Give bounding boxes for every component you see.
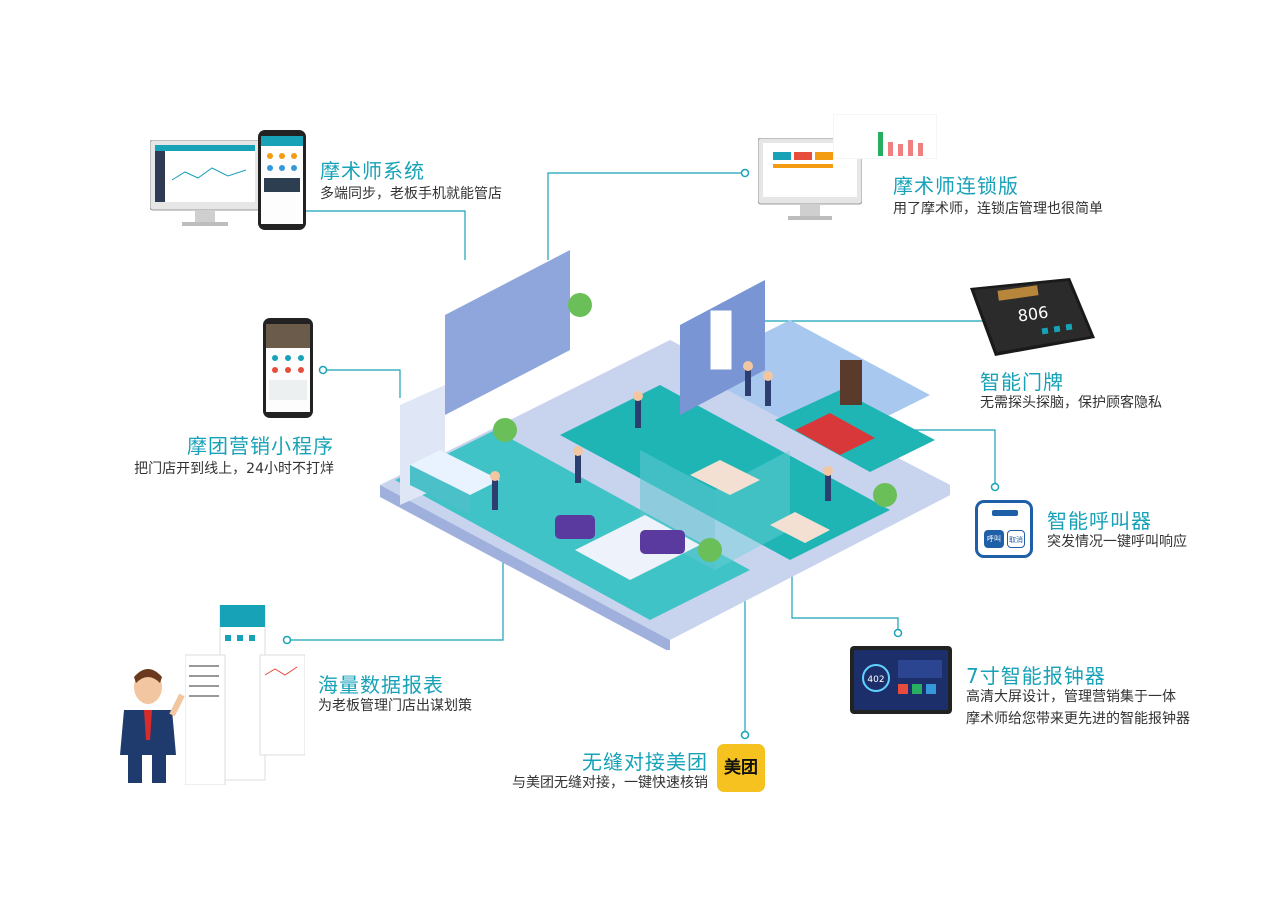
doorplate-subtitle: 无需探头探脑，保护顾客隐私 [980,395,1162,411]
doorplate-title: 智能门牌 [980,370,1064,394]
miniprogram-title: 摩团营销小程序 [187,434,334,458]
reports-title: 海量数据报表 [318,673,444,697]
clock-screen-icon: 402 [850,646,952,714]
system-subtitle: 多端同步，老板手机就能管店 [320,186,502,202]
miniprogram-subtitle: 把门店开到线上，24小时不打烊 [134,461,334,477]
report-sheet-icon [185,605,305,785]
clock-subtitle-line2: 摩术师给您带来更先进的智能报钟器 [966,711,1190,727]
caller-title: 智能呼叫器 [1047,509,1152,533]
desktop-monitor-icon [150,140,260,226]
chain-report-chart [833,114,937,159]
reception-back-wall [445,250,570,415]
caller-call-button: 呼叫 [984,530,1004,548]
doorplate-icon: 806 [970,278,1095,356]
clock-subtitle-line1: 高清大屏设计，管理营销集于一体 [966,689,1176,705]
phone-icon [258,130,306,230]
businessman-icon [120,669,185,783]
meituan-subtitle: 与美团无缝对接，一键快速核销 [512,775,708,791]
caller-cancel-button: 取消 [1007,530,1025,548]
caller-logo [992,510,1018,516]
isometric-store-illustration [380,250,950,650]
chain-title: 摩术师连锁版 [893,174,1019,198]
meituan-title: 无缝对接美团 [582,750,708,774]
system-title: 摩术师系统 [320,159,425,183]
clock-number: 402 [862,664,890,692]
caller-subtitle: 突发情况一键呼叫响应 [1047,534,1187,550]
meituan-logo-icon: 美团 [717,744,765,792]
doorplate-number: 806 [1017,303,1050,326]
reports-subtitle: 为老板管理门店出谋划策 [318,698,472,714]
chain-subtitle: 用了摩术师，连锁店管理也很简单 [893,201,1103,217]
clock-title: 7寸智能报钟器 [966,664,1106,688]
caller-icon: 呼叫 取消 [975,500,1033,558]
phone-icon [263,318,313,418]
